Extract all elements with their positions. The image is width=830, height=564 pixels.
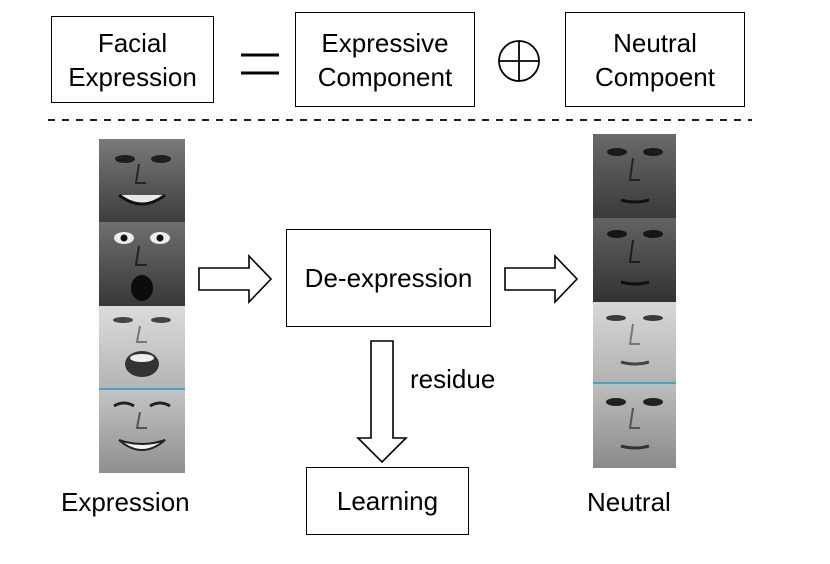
- neutral-face-column: [593, 134, 676, 468]
- neutral-component-line1: Neutral: [613, 27, 697, 58]
- residue-label: residue: [410, 364, 496, 394]
- expressive-component-box: Expressive Component: [295, 12, 475, 107]
- expression-face-2: [99, 222, 185, 306]
- circled-plus-icon: [498, 40, 540, 82]
- expression-caption: Expression: [61, 487, 190, 517]
- facial-expression-line1: Facial: [97, 27, 168, 58]
- expressive-component-line2: Component: [317, 61, 453, 92]
- de-expression-box: De-expression: [286, 229, 491, 327]
- facial-expression-box: Facial Expression: [51, 16, 214, 103]
- arrow-down-icon: [356, 340, 408, 464]
- neutral-face-2: [593, 218, 676, 302]
- learning-box: Learning: [306, 467, 469, 535]
- neutral-face-3: [593, 302, 676, 382]
- neutral-component-box: Neutral Compoent: [565, 12, 745, 107]
- expression-face-4: [99, 390, 185, 473]
- learning-label: Learning: [336, 486, 439, 516]
- facial-expression-line2: Expression: [68, 61, 197, 92]
- neutral-component-line2: Compoent: [595, 61, 715, 92]
- expression-face-3: [99, 306, 185, 389]
- minus-icon: [241, 53, 279, 75]
- expression-face-1: [99, 139, 185, 222]
- neutral-face-1: [593, 134, 676, 218]
- expressive-component-line1: Expressive: [321, 27, 449, 58]
- arrow-right-icon-2: [504, 254, 579, 304]
- de-expression-label: De-expression: [304, 263, 473, 293]
- expression-face-column: [99, 139, 185, 473]
- neutral-caption: Neutral: [587, 487, 671, 517]
- arrow-right-icon-1: [198, 254, 273, 304]
- neutral-face-4: [593, 384, 676, 468]
